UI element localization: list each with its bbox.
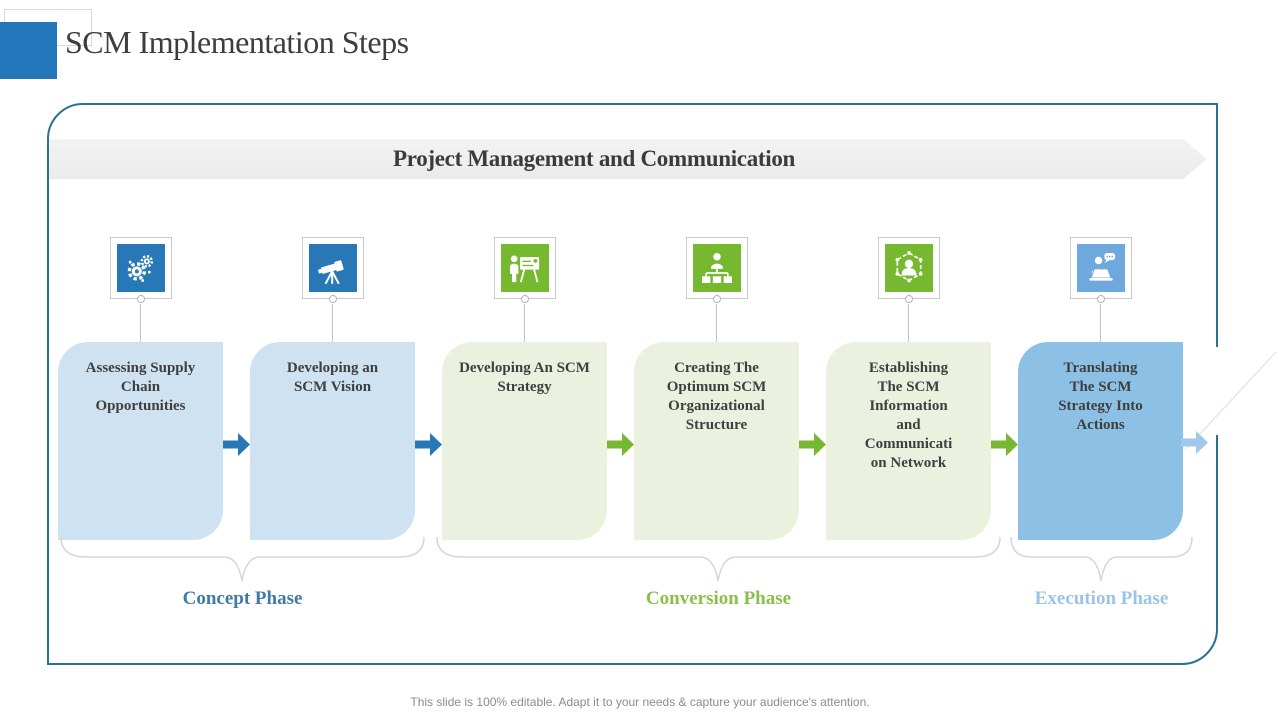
phase-bracket-execution — [1010, 536, 1193, 582]
diagram-frame: Project Management and Communication Ass… — [47, 103, 1218, 665]
step-label: Translating The SCM Strategy Into Action… — [1058, 360, 1143, 433]
connector-line — [716, 304, 717, 342]
icon-frame — [110, 237, 172, 299]
wedge-diagonal-line — [1185, 351, 1277, 450]
banner-arrow-bar[interactable]: Project Management and Communication — [49, 139, 1207, 179]
connector-line — [524, 304, 525, 342]
icon-frame — [494, 237, 556, 299]
border-gap — [1213, 347, 1223, 435]
step-card[interactable]: Establishing The SCM Information and Com… — [826, 342, 991, 540]
flow-arrow — [991, 433, 1018, 456]
connector-line — [140, 304, 141, 342]
connector-line — [332, 304, 333, 342]
person-laptop-icon[interactable] — [1077, 244, 1125, 292]
step-card[interactable]: Creating The Optimum SCM Organizational … — [634, 342, 799, 540]
connector-dot — [1097, 295, 1105, 303]
people-network-icon[interactable] — [885, 244, 933, 292]
icon-frame — [1070, 237, 1132, 299]
phase-label-conversion[interactable]: Conversion Phase — [645, 588, 792, 609]
connector-line — [1100, 304, 1101, 342]
connector-dot — [905, 295, 913, 303]
step-card[interactable]: Developing an SCM Vision — [250, 342, 415, 540]
step-label: Establishing The SCM Information and Com… — [864, 360, 953, 471]
connector-dot — [521, 295, 529, 303]
flow-arrow — [607, 433, 634, 456]
page-title[interactable]: SCM Implementation Steps — [65, 24, 409, 60]
icon-frame — [686, 237, 748, 299]
icon-frame — [878, 237, 940, 299]
icon-frame — [302, 237, 364, 299]
flow-arrow — [799, 433, 826, 456]
exit-arrow — [1181, 431, 1208, 454]
org-chart-icon[interactable] — [693, 244, 741, 292]
flow-arrow — [415, 433, 442, 456]
flow-arrow — [223, 433, 250, 456]
gears-innovation-icon[interactable] — [117, 244, 165, 292]
step-card[interactable]: Assessing Supply Chain Opportunities — [58, 342, 223, 540]
presentation-icon[interactable] — [501, 244, 549, 292]
title-accent-square — [0, 22, 57, 79]
connector-dot — [329, 295, 337, 303]
banner-label: Project Management and Communication — [392, 146, 796, 171]
phase-label-concept[interactable]: Concept Phase — [182, 588, 303, 609]
step-label: Creating The Optimum SCM Organizational … — [666, 360, 767, 433]
connector-dot — [137, 295, 145, 303]
connector-line — [908, 304, 909, 342]
step-label: Developing an SCM Vision — [286, 360, 379, 395]
step-label: Assessing Supply Chain Opportunities — [85, 360, 196, 414]
step-card[interactable]: Translating The SCM Strategy Into Action… — [1018, 342, 1183, 540]
connector-dot — [713, 295, 721, 303]
phase-bracket-concept — [60, 536, 425, 582]
step-card[interactable]: Developing An SCM Strategy — [442, 342, 607, 540]
step-label: Developing An SCM Strategy — [459, 360, 590, 395]
footer-note: This slide is 100% editable. Adapt it to… — [410, 695, 870, 709]
telescope-icon[interactable] — [309, 244, 357, 292]
phase-label-execution[interactable]: Execution Phase — [1034, 588, 1169, 609]
phase-bracket-conversion — [436, 536, 1001, 582]
